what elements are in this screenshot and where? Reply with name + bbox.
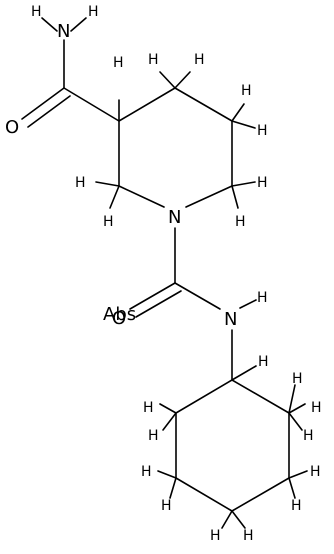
hydrogen-label: H xyxy=(75,175,86,191)
hydrogen-label: H xyxy=(243,528,254,544)
hydrogen-label: H xyxy=(103,214,114,230)
atom-label-o-urea: O xyxy=(112,308,126,329)
atom-labels: N O N O Abs N xyxy=(5,21,237,330)
hydrogen-label: H xyxy=(292,371,303,387)
hydrogen-label: H xyxy=(113,55,124,71)
hydrogen-label: H xyxy=(194,52,205,68)
bond-lines xyxy=(21,17,308,529)
hydrogen-label: H xyxy=(241,83,252,99)
hydrogen-label: H xyxy=(310,464,321,480)
hydrogen-label: H xyxy=(258,354,269,370)
hydrogen-label: H xyxy=(31,4,42,20)
hydrogen-label: H xyxy=(141,464,152,480)
hydrogen-label: H xyxy=(161,498,172,514)
hydrogen-label: H xyxy=(148,428,159,444)
atom-label-n-urea: N xyxy=(224,309,237,330)
hydrogen-label: H xyxy=(210,528,221,544)
hydrogen-label: H xyxy=(235,214,246,230)
atom-label-n-amide: N xyxy=(57,21,70,42)
hydrogen-label: H xyxy=(257,175,268,191)
hydrogen-label: H xyxy=(257,290,268,306)
hydrogen-label: H xyxy=(143,400,154,416)
hydrogen-label: H xyxy=(303,428,314,444)
hydrogen-label: H xyxy=(291,498,302,514)
atom-label-o-amide: O xyxy=(5,117,19,138)
hydrogen-label: H xyxy=(148,52,159,68)
hydrogen-label: H xyxy=(88,4,99,20)
atom-label-n-ring: N xyxy=(168,207,181,228)
hydrogen-label: H xyxy=(257,123,268,139)
atom-label-abs-overlay: Abs xyxy=(103,304,136,325)
hydrogen-label: H xyxy=(311,400,322,416)
